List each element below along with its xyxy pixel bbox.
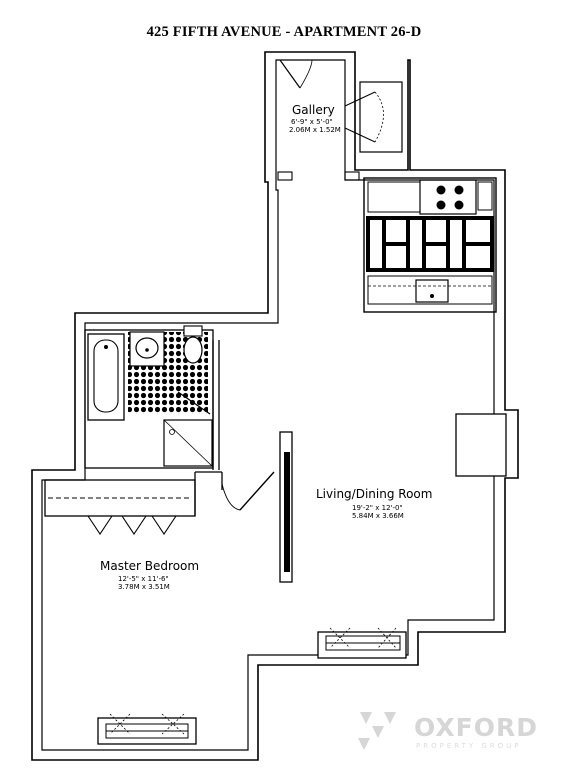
bedroom-dim-metric: 3.78M x 3.51M [118,583,170,591]
bedroom-label: Master Bedroom [100,559,199,573]
exterior-wall-outer [31,51,519,761]
living-dim-imperial: 19'-2" x 12'-0" [352,504,403,512]
watermark-text: OXFORD [414,713,538,742]
shower-icon [163,419,213,467]
exterior-wall-inner [41,59,501,751]
bedroom-window [97,713,197,745]
gallery-dim-imperial: 6'-9" x 5'-0" [291,118,333,126]
entry-door [279,59,313,89]
bedroom-dim-imperial: 12'-5" x 11'-6" [118,575,169,583]
living-window [317,627,407,659]
sliding-partition [279,431,293,583]
wall-stub [344,171,360,181]
gallery-dim-metric: 2.06M x 1.52M [289,126,341,134]
bedroom-closet [44,479,196,535]
page-title: 425 FIFTH AVENUE - APARTMENT 26-D [146,24,422,40]
living-dim-metric: 5.84M x 3.66M [352,512,404,520]
column [455,413,507,477]
bathtub-icon [87,333,125,421]
oxford-logo-icon [358,712,396,750]
gallery-closet [344,81,403,153]
watermark: OXFORD PROPERTY GROUP [358,712,538,750]
bathroom [84,325,214,469]
sink-icon [415,279,449,303]
bedroom-door [221,471,275,511]
living-label: Living/Dining Room [316,487,432,501]
watermark-subtext: PROPERTY GROUP [416,742,522,750]
gallery-label: Gallery [292,103,335,117]
wall-stub [277,171,293,181]
kitchen [363,177,497,313]
stove-icon [419,179,477,215]
toilet-icon [183,325,203,337]
